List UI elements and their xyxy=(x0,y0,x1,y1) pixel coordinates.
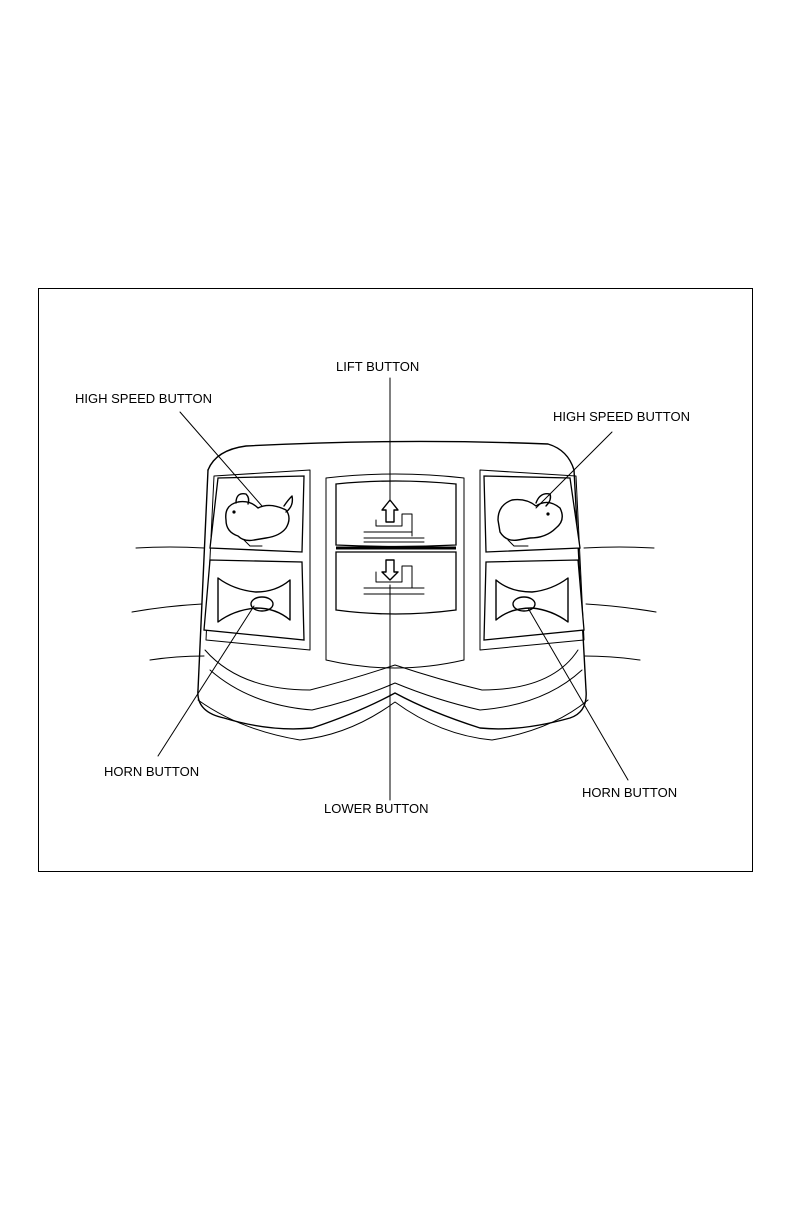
horn-button-left[interactable] xyxy=(204,560,304,640)
lift-button[interactable] xyxy=(336,481,456,547)
high-speed-button-right-label: HIGH SPEED BUTTON xyxy=(553,410,690,423)
horn-button-right[interactable] xyxy=(484,560,584,640)
high-speed-button-right[interactable] xyxy=(484,476,580,552)
horn-button-left-label: HORN BUTTON xyxy=(104,765,199,778)
lower-button[interactable] xyxy=(336,552,456,614)
lift-button-label: LIFT BUTTON xyxy=(336,360,419,373)
lower-button-label: LOWER BUTTON xyxy=(324,802,429,815)
horn-button-right-label: HORN BUTTON xyxy=(582,786,677,799)
high-speed-button-left-label: HIGH SPEED BUTTON xyxy=(75,392,212,405)
high-speed-button-left[interactable] xyxy=(210,476,304,552)
